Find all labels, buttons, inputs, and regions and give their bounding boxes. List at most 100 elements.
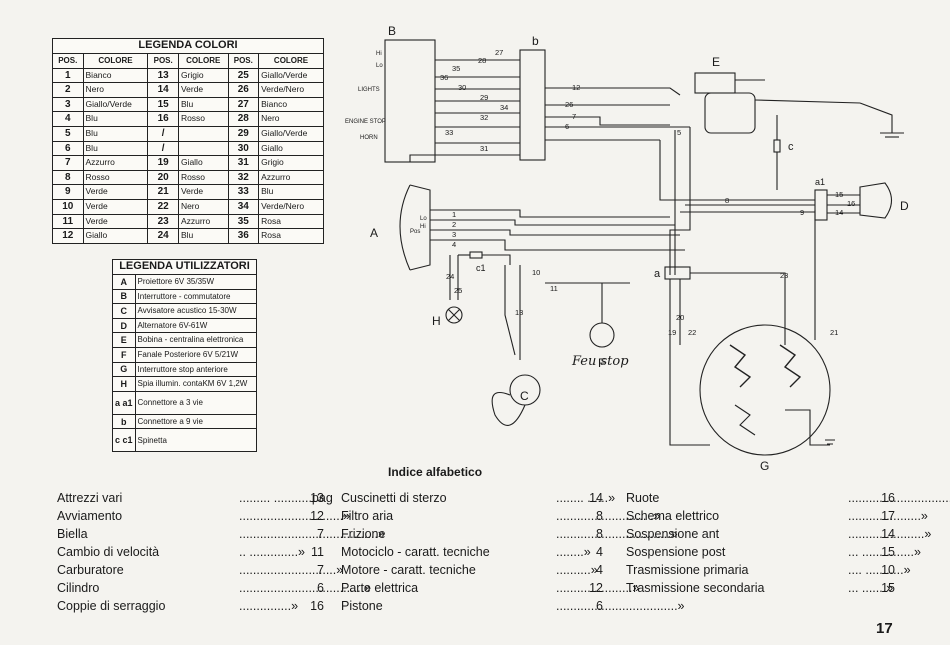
wire-number: 21	[830, 328, 838, 337]
color-name-cell: Verde	[177, 82, 229, 98]
color-pos-cell: 32	[227, 169, 260, 186]
headlamp-a	[399, 184, 411, 271]
index-entry-leader: ....................................»	[848, 491, 950, 505]
index-entry: Filtro aria.......................... .»…	[341, 509, 660, 527]
component-code-cell: E	[112, 332, 136, 348]
color-pos-cell: 21	[147, 184, 179, 200]
wire-number: 10	[532, 268, 540, 277]
index-entry-page: 14	[881, 527, 895, 541]
index-entry-leader: ..........»	[556, 563, 598, 577]
component-desc-cell: Proiettore 6V 35/35W	[134, 274, 258, 290]
index-entry: Coppie di serraggio...............»16	[57, 599, 327, 617]
index-entry-page: 7	[317, 527, 324, 541]
index-entry: Schema elettrico.....................»17	[626, 509, 928, 527]
wire-number: 4	[452, 240, 456, 249]
svg-text:HORN: HORN	[360, 135, 378, 141]
index-entry-title: Parte elettrica	[341, 581, 419, 595]
wire-number: 36	[440, 73, 448, 82]
component-desc-cell: Interruttore stop anteriore	[134, 361, 258, 378]
index-entry-leader: ...................................»	[556, 599, 685, 613]
indicator-lamp-h	[445, 306, 463, 324]
index-entry-leader: .... ...........»	[848, 563, 911, 577]
color-pos-cell: 12	[52, 228, 84, 244]
index-entry-page: 12	[589, 581, 603, 595]
color-pos-cell: 6	[52, 140, 84, 157]
label-a: A	[370, 226, 378, 240]
svg-text:ENGINE STOP: ENGINE STOP	[345, 119, 386, 125]
index-entry: Cilindro................................…	[57, 581, 371, 599]
color-pos-cell: 24	[147, 228, 179, 244]
component-code-cell: H	[112, 376, 136, 392]
label-h: H	[432, 314, 441, 328]
color-name-cell: Rosso	[82, 169, 149, 186]
index-entry-leader: .. ..............»	[239, 545, 305, 559]
index-entry: Frizione................................…	[341, 527, 678, 545]
index-entry: Carburatore............................»…	[57, 563, 343, 581]
color-name-cell: Blu	[177, 228, 229, 244]
color-name-cell: Blu	[82, 125, 149, 142]
color-name-cell: Blu	[82, 140, 149, 157]
index-entry: Trasmissione primaria.... ...........»10	[626, 563, 911, 581]
index-entry-page: 4	[596, 563, 603, 577]
component-code-cell: G	[112, 361, 136, 378]
label-c1: c1	[476, 263, 486, 273]
color-pos-cell: 35	[227, 213, 260, 230]
index-entry-leader: ...............»	[239, 599, 299, 613]
svg-text:Lo: Lo	[420, 216, 427, 222]
color-pos-cell: 25	[227, 67, 260, 84]
index-entry-title: Biella	[57, 527, 88, 541]
index-entry: Sospensione ant......................»14	[626, 527, 931, 545]
index-entry-leader: ... .......»	[848, 581, 894, 595]
label-b: B	[388, 24, 396, 38]
index-entry-leader: ........»	[556, 545, 591, 559]
index-title: Indice alfabetico	[388, 465, 483, 479]
color-name-cell: Blu	[258, 184, 324, 200]
wire-number: 16	[847, 199, 855, 208]
color-name-cell: Blu	[82, 111, 149, 127]
color-name-cell: Verde	[82, 198, 149, 215]
label-g: F	[598, 356, 605, 370]
color-name-cell: Verde/Nero	[258, 82, 324, 98]
index-entry-title: Cilindro	[57, 581, 100, 595]
color-name-cell	[177, 125, 229, 142]
handwritten-note: Feu stop	[571, 354, 629, 369]
color-pos-cell: 19	[147, 155, 179, 171]
component-desc-cell: Fanale Posteriore 6V 5/21W	[134, 346, 258, 363]
color-pos-cell: 33	[227, 184, 260, 200]
index-entry-page: 6	[317, 581, 324, 595]
index-entry-page: 4	[596, 545, 603, 559]
component-desc-cell: Interruttore - commutatore	[134, 288, 258, 305]
color-pos-cell: 10	[52, 198, 84, 215]
wire-number: 5	[677, 128, 681, 137]
stop-switch-g	[589, 322, 615, 348]
color-name-cell: Grigio	[177, 67, 229, 84]
index-entry: Motociclo - caratt. tecniche........»4	[341, 545, 606, 563]
component-code-cell: C	[112, 303, 136, 319]
color-name-cell: Verde	[82, 213, 149, 230]
svg-text:Pos: Pos	[410, 229, 420, 235]
index-entry-page: 13	[310, 491, 324, 505]
color-pos-cell: 5	[52, 125, 84, 142]
component-desc-cell: Bobina - centralina elettronica	[134, 332, 258, 348]
color-name-cell: Blu	[177, 96, 229, 113]
connector-b	[519, 49, 546, 161]
alternator-d	[699, 324, 831, 456]
color-name-cell: Giallo/Verde	[82, 96, 149, 113]
color-pos-cell: 22	[147, 198, 179, 215]
index-entry-leader: .................................»	[556, 527, 678, 541]
color-pos-cell: 13	[147, 67, 179, 84]
coil-e-body	[704, 92, 756, 134]
index-entry: Sospensione post... ...............»15	[626, 545, 921, 563]
label-f: D	[900, 199, 909, 213]
color-name-cell: Bianco	[258, 96, 324, 113]
wire-number: 15	[835, 190, 843, 199]
